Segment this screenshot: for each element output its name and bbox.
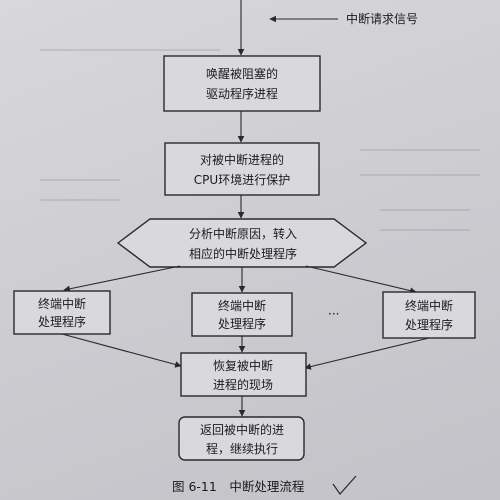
figure-caption: 图 6-11 中断处理流程 <box>172 479 305 494</box>
node-analyze-line1: 分析中断原因，转入 <box>189 226 297 241</box>
checkmark-icon <box>332 475 357 495</box>
node-protect-line2: CPU环境进行保护 <box>194 172 290 187</box>
node-handler-right-line1: 终端中断 <box>405 298 453 313</box>
node-analyze-line2: 相应的中断处理程序 <box>189 246 297 261</box>
node-handler-left-line1: 终端中断 <box>38 296 86 311</box>
node-handler-left-line2: 处理程序 <box>38 314 86 329</box>
node-wake-line2: 驱动程序进程 <box>206 86 278 101</box>
node-protect-line1: 对被中断进程的 <box>200 152 284 167</box>
node-return-line1: 返回被中断的进 <box>200 422 284 437</box>
node-handler-mid-line1: 终端中断 <box>218 298 266 313</box>
signal-label: 中断请求信号 <box>346 11 418 26</box>
node-restore-context: 恢复被中断 进程的现场 <box>180 352 307 397</box>
node-wake-driver: 唤醒被阻塞的 驱动程序进程 <box>163 55 321 112</box>
connector-left-restore <box>61 333 182 368</box>
connector-right-restore <box>304 337 430 370</box>
node-return-line2: 程，继续执行 <box>206 441 278 456</box>
node-restore-line1: 恢复被中断 <box>213 358 273 373</box>
node-handler-left: 终端中断 处理程序 <box>13 290 111 335</box>
node-handler-mid: 终端中断 处理程序 <box>191 292 293 337</box>
connector-analyze-right <box>305 265 417 294</box>
handler-ellipsis: ··· <box>328 307 339 321</box>
node-handler-right-line2: 处理程序 <box>405 317 453 332</box>
node-restore-line2: 进程的现场 <box>213 377 273 392</box>
connector-analyze-left <box>63 265 181 293</box>
background-bleed-lines <box>40 49 480 231</box>
node-handler-right: 终端中断 处理程序 <box>382 291 476 339</box>
node-return-execute: 返回被中断的进 程，继续执行 <box>178 416 305 461</box>
node-protect-cpu: 对被中断进程的 CPU环境进行保护 <box>164 142 320 196</box>
node-wake-line1: 唤醒被阻塞的 <box>206 66 278 81</box>
node-analyze-cause: 分析中断原因，转入 相应的中断处理程序 <box>116 218 368 268</box>
node-handler-mid-line2: 处理程序 <box>218 316 266 331</box>
